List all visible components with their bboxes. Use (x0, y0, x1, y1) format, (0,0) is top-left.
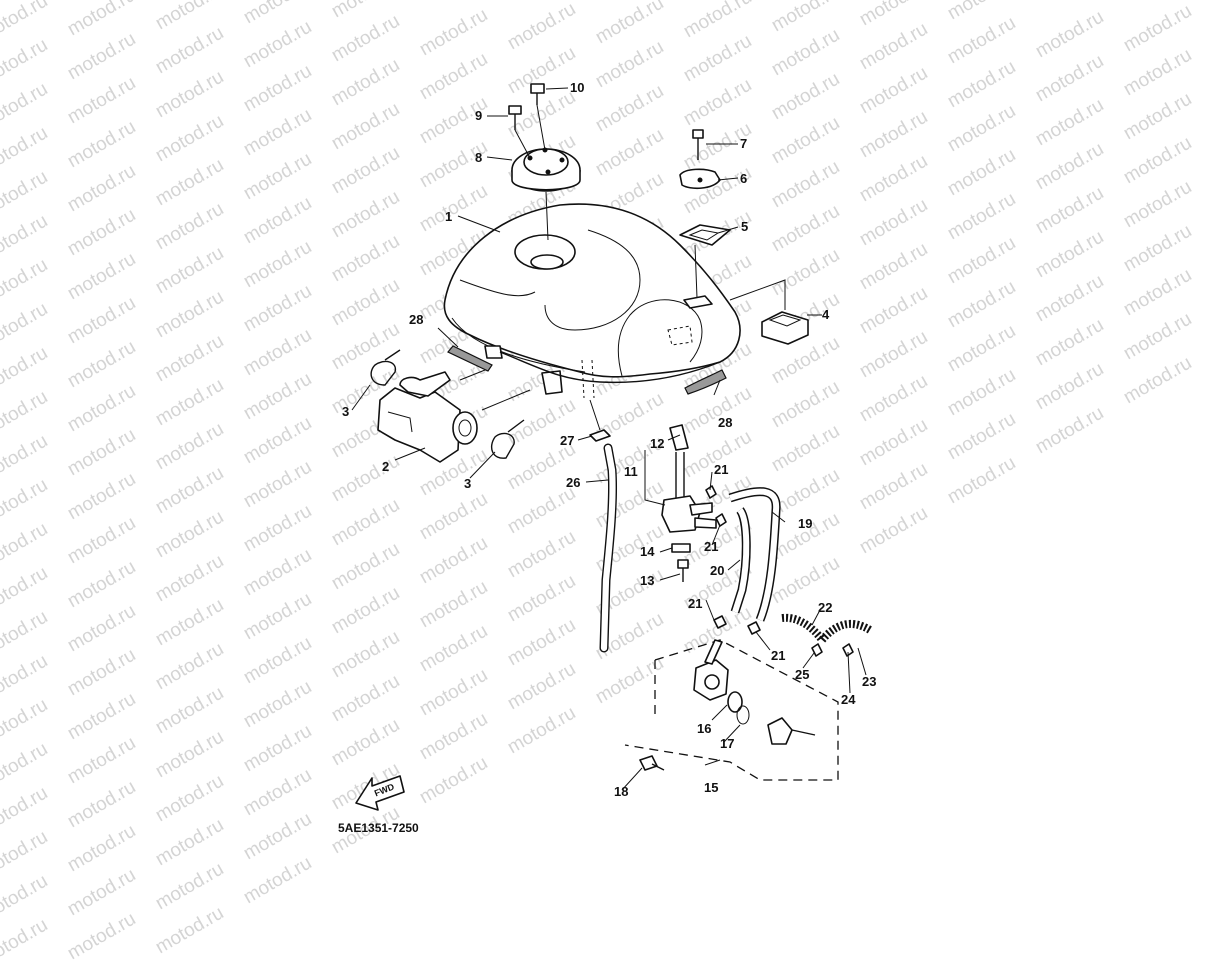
tank-bracket (370, 349, 531, 463)
callout-1: 1 (445, 209, 453, 224)
callout-3: 3 (464, 476, 472, 491)
callout-21: 21 (688, 596, 703, 611)
filler-cap (511, 147, 581, 192)
diagram-drawing (351, 83, 873, 811)
callout-4: 4 (822, 307, 830, 322)
callout-6: 6 (740, 171, 748, 186)
callout-19: 19 (798, 516, 813, 531)
rubber-strips (447, 345, 727, 395)
callout-21: 21 (704, 539, 719, 554)
drain-hose (589, 399, 618, 653)
callout-18: 18 (614, 784, 629, 799)
vent-hoses (781, 613, 873, 657)
callout-14: 14 (640, 544, 655, 559)
callout-22: 22 (818, 600, 833, 615)
callout-20: 20 (710, 563, 725, 578)
fuel-tank (443, 203, 741, 399)
callout-2: 2 (382, 459, 390, 474)
callout-10: 10 (570, 80, 585, 95)
callout-25: 25 (795, 667, 810, 682)
callout-21: 21 (771, 648, 786, 663)
callout-12: 12 (650, 436, 665, 451)
callout-17: 17 (720, 736, 735, 751)
diagram-code: 5AE1351-7250 (338, 821, 419, 835)
callout-21: 21 (714, 462, 729, 477)
fuel-pump-kit (624, 639, 839, 781)
callout-13: 13 (640, 573, 655, 588)
callout-5: 5 (741, 219, 749, 234)
callout-3: 3 (342, 404, 350, 419)
watermark-text: motod.ru (64, 908, 140, 965)
callout-28: 28 (718, 415, 733, 430)
watermark-text: motod.ru (0, 914, 52, 971)
callout-28: 28 (409, 312, 424, 327)
tank-mount-parts (679, 129, 809, 345)
callout-26: 26 (566, 475, 581, 490)
callout-7: 7 (740, 136, 748, 151)
callout-11: 11 (624, 464, 638, 479)
fuel-cock (644, 424, 717, 582)
cap-bolts (508, 83, 549, 241)
callout-15: 15 (704, 780, 719, 795)
callout-27: 27 (560, 433, 575, 448)
fwd-arrow-icon (355, 775, 405, 811)
fuel-hoses (705, 485, 781, 635)
leader-lines (351, 87, 867, 791)
callout-8: 8 (475, 150, 483, 165)
callout-16: 16 (697, 721, 712, 736)
callout-9: 9 (475, 108, 483, 123)
callout-24: 24 (841, 692, 856, 707)
callout-23: 23 (862, 674, 877, 689)
